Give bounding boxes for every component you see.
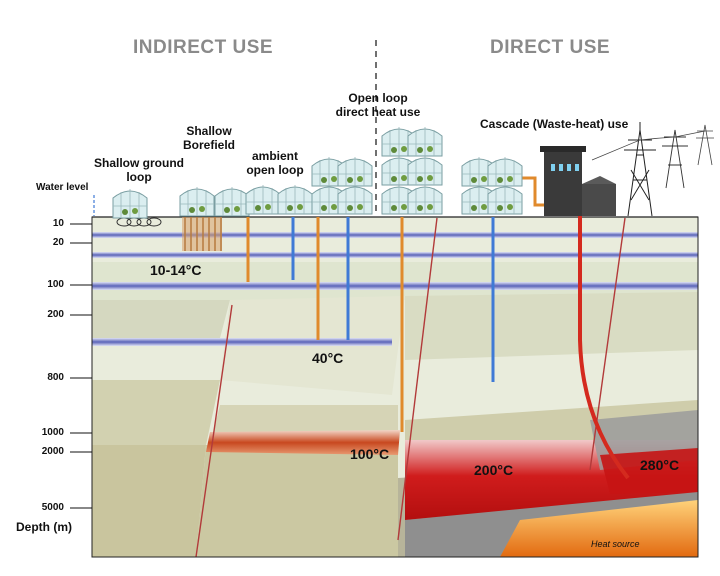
factory-icon [540,146,616,216]
greenhouse-icon [179,186,215,217]
stratum-8 [196,440,398,557]
header-indirect-use: INDIRECT USE [133,37,274,58]
power-lines [591,130,706,161]
temp-label-100: 100°C [350,446,390,462]
temp-label-40: 40°C [312,350,344,366]
hot-layer-100 [206,430,400,455]
heat-source-label: Heat source [591,539,640,549]
stratum-2 [92,300,230,338]
greenhouse-icon [245,184,281,215]
greenhouse-icon [407,184,443,215]
header-direct-use: DIRECT USE [490,37,611,58]
stratum-1 [92,262,698,300]
depth-tick-label: 20 [52,237,64,248]
temp-label-200: 200°C [474,462,514,478]
depth-tick-label: 2000 [41,446,64,457]
fault-line [589,217,626,471]
stratum-5 [92,380,220,445]
aquifer-1 [92,232,698,238]
ground-frame [91,216,699,558]
depth-tick-label: 1000 [41,427,64,438]
depth-tick-label: 100 [47,279,64,290]
heat-source-zone [500,500,698,557]
stratum-4 [405,292,698,360]
greenhouse-icon [407,155,443,186]
depth-tick-label: 800 [47,372,64,383]
depth-tick-label: 200 [47,309,64,320]
water-level-label: Water level [36,182,89,193]
greenhouse-icon [112,188,148,219]
power-pylon-icon [662,129,688,189]
cascade-label: Cascade (Waste-heat) use [480,117,629,131]
depth-tick-label: 5000 [41,502,64,513]
aquifer-2 [92,252,698,258]
depth-ticks [70,223,92,509]
greenhouse-icon [337,184,373,215]
fault-line [195,304,233,558]
temp-label-280: 280°C [640,457,680,473]
greenhouse-icon [337,156,373,187]
cascade-pipe [520,176,545,207]
greenhouse-icon [407,126,443,157]
well-280-production [578,215,630,480]
greenhouse-icon [487,184,523,215]
aquifer-4 [92,338,392,346]
greenhouse-icon [277,184,313,215]
depth-axis-label: Depth (m) [16,520,72,534]
greenhouse-icon [214,186,250,217]
greenhouse-icon [487,156,523,187]
borefield [182,217,222,251]
power-pylon-icon [624,122,656,217]
hot-layer-280 [600,448,698,494]
fault-line [397,217,438,541]
depth-tick-label: 10 [52,218,64,229]
aquifer-3 [92,282,698,290]
stratum-7 [92,445,206,557]
temp-label-indirect-shallow: 10-14°C [150,262,202,278]
